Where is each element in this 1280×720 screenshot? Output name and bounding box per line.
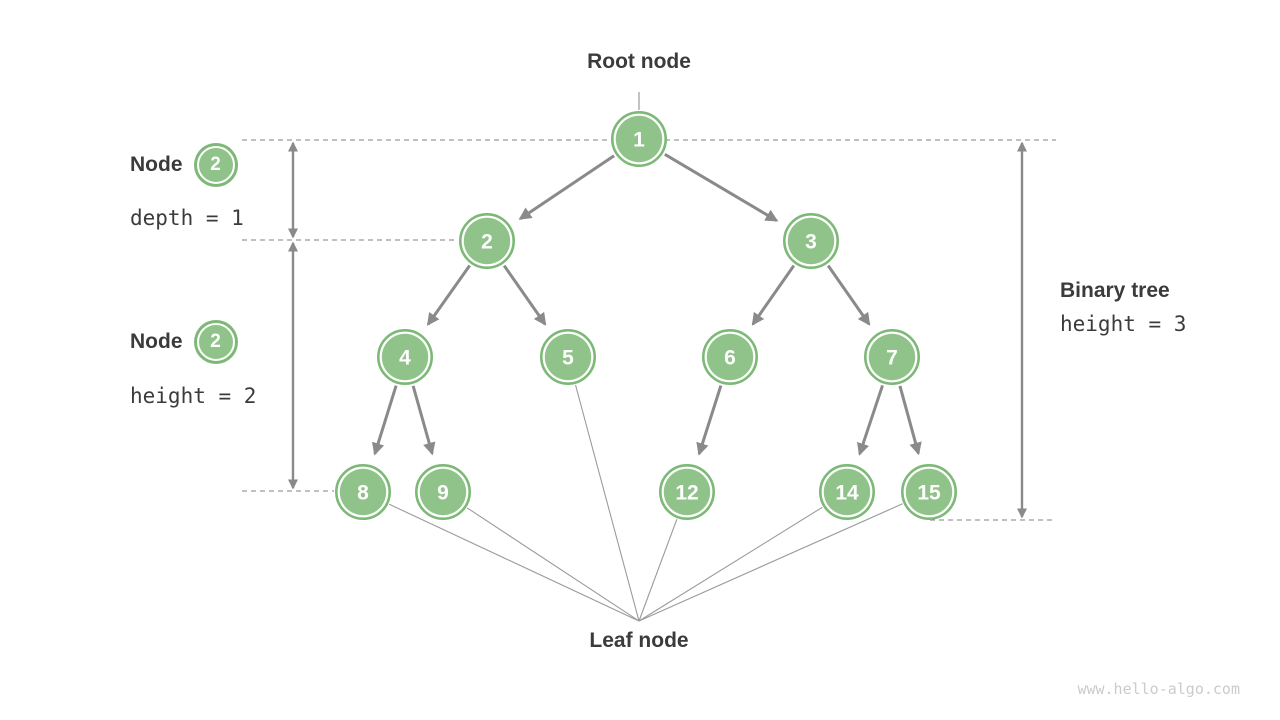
tree-node-2: 2 — [458, 213, 515, 270]
tree-node-14: 14 — [818, 463, 875, 520]
tree-edge-2-4 — [426, 264, 471, 326]
tree-node-value: 2 — [481, 231, 493, 254]
leaf-pointer-line — [575, 384, 640, 622]
tree-node-value: 5 — [562, 347, 574, 370]
tree-node-value: 8 — [357, 482, 369, 505]
tree-node-12: 12 — [658, 463, 715, 520]
tree-node-value: 4 — [399, 347, 411, 370]
leaf-node-label: Leaf node — [589, 629, 689, 652]
node-depth-annotation: Node 2 — [130, 146, 235, 184]
leaf-pointer-line — [638, 503, 903, 622]
tree-edge-3-6 — [751, 264, 796, 326]
tree-node-value: 14 — [835, 482, 859, 505]
tree-node-3: 3 — [782, 213, 839, 270]
tree-node-8: 8 — [334, 463, 391, 520]
tree-node-value: 6 — [724, 347, 736, 370]
tree-node-value: 3 — [805, 231, 817, 254]
leaf-pointer-line — [638, 506, 823, 622]
tree-edge-1-3 — [664, 153, 779, 222]
leaf-pointer-line — [389, 503, 640, 622]
node-height-formula: height = 2 — [130, 384, 257, 408]
tree-edge-6-12 — [696, 385, 723, 456]
watermark-text: www.hello-algo.com — [1077, 680, 1240, 698]
tree-edge-7-14 — [857, 384, 884, 456]
node-height-badge-value: 2 — [210, 331, 221, 352]
tree-node-5: 5 — [539, 328, 596, 385]
leaf-pointer-line — [638, 518, 678, 622]
node-depth-title: Node — [130, 153, 183, 176]
tree-height-annotation: Binary tree height = 3 — [1060, 279, 1186, 336]
tree-edge-4-9 — [411, 385, 436, 456]
tree-node-6: 6 — [701, 328, 758, 385]
tree-edge-7-15 — [898, 385, 922, 456]
root-node-label: Root node — [587, 50, 691, 73]
tree-node-value: 7 — [886, 347, 898, 370]
tree-edge-3-7 — [826, 264, 871, 326]
tree-node-7: 7 — [863, 328, 920, 385]
tree-edge-4-8 — [372, 385, 398, 456]
tree-node-15: 15 — [900, 463, 957, 520]
node-depth-formula: depth = 1 — [130, 206, 244, 230]
tree-node-4: 4 — [376, 328, 433, 385]
leaf-pointer-line — [466, 507, 640, 622]
tree-edge-1-2 — [518, 154, 615, 220]
node-depth-badge: 2 — [196, 146, 235, 184]
tree-node-9: 9 — [414, 463, 471, 520]
node-height-title: Node — [130, 330, 183, 353]
node-height-badge: 2 — [196, 323, 235, 361]
node-height-annotation: Node 2 — [130, 323, 235, 361]
tree-height-formula: height = 3 — [1060, 312, 1187, 336]
tree-node-value: 12 — [675, 482, 698, 505]
tree-height-title: Binary tree — [1060, 279, 1170, 302]
tree-node-1: 1 — [610, 111, 667, 168]
tree-node-value: 1 — [633, 129, 645, 152]
tree-node-value: 9 — [437, 482, 449, 505]
node-depth-badge-value: 2 — [210, 154, 221, 175]
tree-node-value: 15 — [917, 482, 941, 505]
tree-edge-2-5 — [502, 264, 547, 326]
